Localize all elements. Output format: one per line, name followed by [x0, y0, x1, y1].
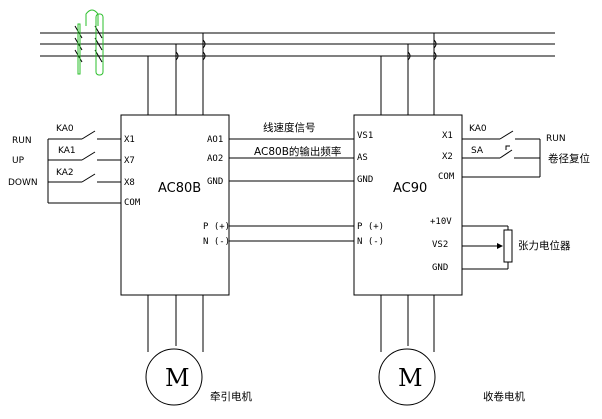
ac80b-pin-ao2: AO2 — [207, 154, 223, 164]
ac90-drive: AC90 VS1 AS GND X1 X2 COM P (+) N (-) +1… — [353, 114, 463, 296]
ac80b-pin-x8: X8 — [124, 178, 135, 188]
contact-ka1: KA1 — [58, 146, 76, 156]
ac80b-pin-gnd: GND — [207, 177, 223, 187]
ac80b-pin-x1: X1 — [124, 135, 135, 145]
up-label: UP — [12, 156, 25, 166]
power-bus — [40, 32, 555, 57]
contact-ka2: KA2 — [56, 168, 74, 178]
tension-potentiometer: 张力电位器 — [462, 225, 571, 270]
ac90-pin-p: P (+) — [357, 222, 384, 232]
contact-ka0-left: KA0 — [56, 124, 74, 134]
run-label-right: RUN — [546, 134, 566, 144]
traction-motor-symbol: M — [165, 364, 190, 392]
right-inputs: KA0 SA RUN 卷径复位 — [462, 124, 590, 178]
winding-motor-label: 收卷电机 — [483, 390, 525, 403]
ac80b-pin-ao1: AO1 — [207, 135, 223, 145]
ac90-pin-n: N (-) — [357, 237, 384, 247]
ac90-pin-as: AS — [357, 153, 368, 163]
contact-sa: SA — [471, 146, 484, 156]
potentiometer-label: 张力电位器 — [518, 239, 571, 252]
ac80b-pin-p: P (+) — [203, 222, 230, 232]
ac80b-power-feed — [147, 33, 206, 115]
ac90-pin-x1: X1 — [442, 131, 453, 141]
down-label: DOWN — [8, 178, 38, 188]
ac80b-pin-com: COM — [124, 198, 141, 208]
traction-motor: M 牵引电机 — [145, 348, 252, 406]
ac90-name: AC90 — [393, 181, 427, 196]
output-freq-label: AC80B的输出频率 — [254, 145, 341, 158]
ac90-pin-vs2: VS2 — [432, 240, 448, 250]
reset-label: 卷径复位 — [548, 152, 590, 165]
ac80b-pin-x7: X7 — [124, 156, 135, 166]
contact-ka0-right: KA0 — [469, 124, 487, 134]
main-breaker — [74, 9, 104, 76]
ac80b-drive: AC80B X1 X7 X8 COM AO1 AO2 GND P (+) N (… — [120, 114, 230, 296]
ac80b-pin-n: N (-) — [203, 237, 230, 247]
ac90-pin-10v: +10V — [430, 217, 452, 227]
ac90-pin-com: COM — [438, 172, 455, 182]
winding-motor-symbol: M — [398, 364, 423, 392]
ac90-pin-pot-gnd: GND — [432, 263, 448, 273]
signal-lines: 线速度信号 AC80B的输出频率 — [229, 121, 354, 242]
ac90-pin-vs1: VS1 — [357, 131, 373, 141]
ac90-pin-gnd: GND — [357, 175, 373, 185]
motor-leads — [147, 295, 435, 352]
traction-motor-label: 牵引电机 — [210, 390, 252, 403]
run-label-left: RUN — [12, 136, 32, 146]
ac90-pin-x2: X2 — [442, 152, 453, 162]
winding-motor: M 收卷电机 — [378, 348, 525, 406]
ac80b-name: AC80B — [158, 181, 201, 196]
ac90-power-feed — [380, 33, 437, 115]
left-inputs: RUN UP DOWN KA0 KA1 KA2 — [8, 124, 121, 204]
line-speed-label: 线速度信号 — [263, 121, 316, 134]
